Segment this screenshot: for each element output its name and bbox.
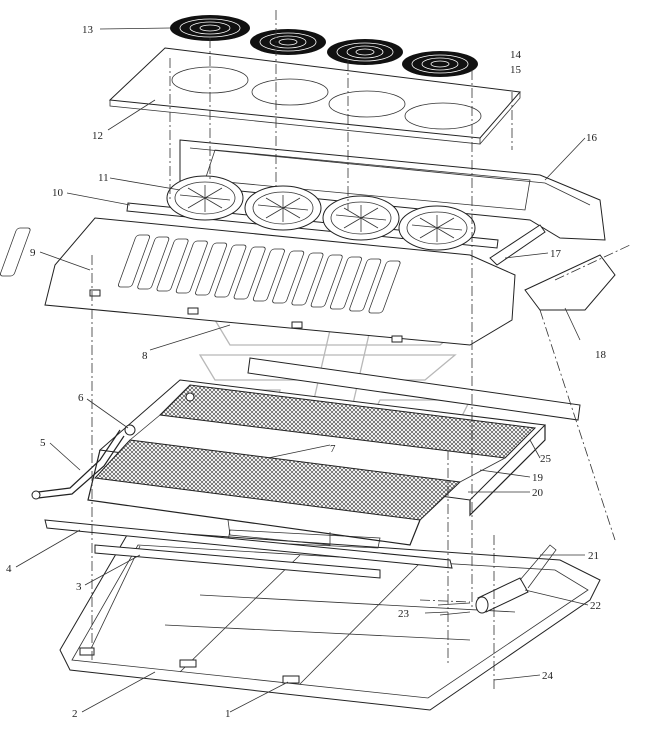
callout-19: 19	[532, 472, 544, 484]
callout-21: 21	[588, 550, 599, 562]
fan-grilles	[170, 15, 478, 77]
callout-6: 6	[78, 392, 84, 404]
callout-4: 4	[6, 563, 12, 575]
front-cover	[0, 217, 516, 346]
fan	[398, 205, 476, 251]
assembly-centerlines	[91, 10, 631, 690]
grille	[170, 15, 250, 41]
callout-18: 18	[595, 349, 607, 361]
callout-3: 3	[76, 581, 82, 593]
callout-17: 17	[550, 248, 562, 260]
callout-9: 9	[30, 247, 36, 259]
rear-cover	[179, 139, 606, 241]
grille	[327, 39, 403, 65]
callout-25: 25	[540, 453, 552, 465]
callout-5: 5	[40, 437, 46, 449]
leader-lines	[15, 27, 589, 713]
grille	[402, 51, 478, 77]
support-bars	[44, 519, 453, 579]
callout-13: 13	[82, 24, 94, 36]
pipe-assembly	[31, 392, 195, 500]
fan	[244, 185, 322, 231]
callout-10: 10	[52, 187, 64, 199]
callout-14: 14	[510, 49, 522, 61]
callout-12: 12	[92, 130, 103, 142]
callout-7: 7	[330, 443, 336, 455]
callout-16: 16	[586, 132, 598, 144]
callout-23: 23	[398, 608, 410, 620]
fans	[166, 175, 476, 251]
grille	[250, 29, 326, 55]
base-frame	[59, 529, 601, 711]
callout-2: 2	[72, 708, 78, 720]
callout-labels: 1 2 3 4 5 6 7 8 9 10 11 12 13 14 15 16 1…	[6, 24, 607, 720]
receiver-dryer	[437, 544, 557, 616]
top-plate	[108, 47, 521, 145]
fan	[322, 195, 400, 241]
cover-slots	[0, 227, 401, 314]
callout-22: 22	[590, 600, 601, 612]
callout-1: 1	[225, 708, 231, 720]
callout-8: 8	[142, 350, 148, 362]
callout-20: 20	[532, 487, 544, 499]
callout-11: 11	[98, 172, 109, 184]
side-cap	[489, 224, 616, 311]
callout-24: 24	[542, 670, 554, 682]
fan	[166, 175, 244, 221]
callout-15: 15	[510, 64, 522, 76]
